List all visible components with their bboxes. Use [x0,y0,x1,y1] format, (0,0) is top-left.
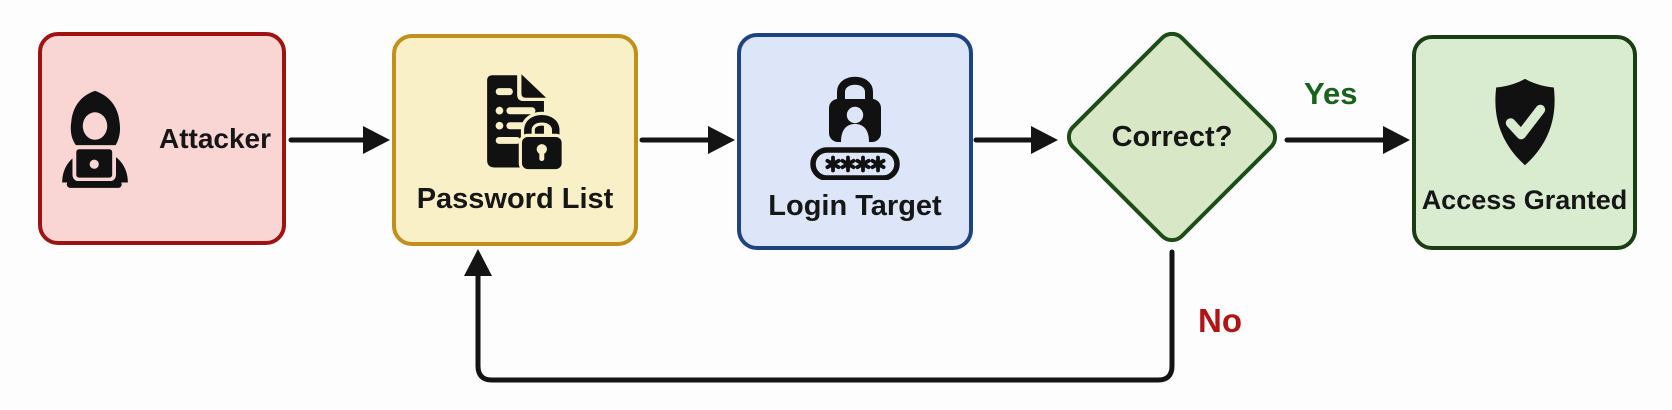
edge-label-yes: Yes [1304,76,1358,111]
node-password-list-label: Password List [416,182,614,215]
loop-decision-to-password-list [475,249,1175,383]
node-decision: Correct? [1060,25,1284,249]
node-login-target: Login Target [737,33,973,250]
hacker-laptop-icon [53,86,137,192]
node-access-granted: Access Granted [1412,35,1637,250]
node-decision-label: Correct? [1111,120,1233,153]
arrowhead-no-loop [464,249,492,276]
node-attacker-label: Attacker [158,122,272,154]
shield-check-icon [1477,75,1573,171]
node-login-target-label: Login Target [768,190,942,222]
node-password-list: Password List [392,34,638,246]
edge-label-no: No [1198,302,1242,339]
arrowhead-3 [1031,126,1058,154]
node-access-granted-label: Access Granted [1421,185,1628,215]
node-attacker: Attacker [38,32,286,245]
padlock-password-icon [800,68,910,181]
document-lock-icon [456,71,574,175]
arrowhead-2 [708,126,735,154]
arrowhead-yes [1383,126,1410,154]
arrowhead-1 [363,126,390,154]
